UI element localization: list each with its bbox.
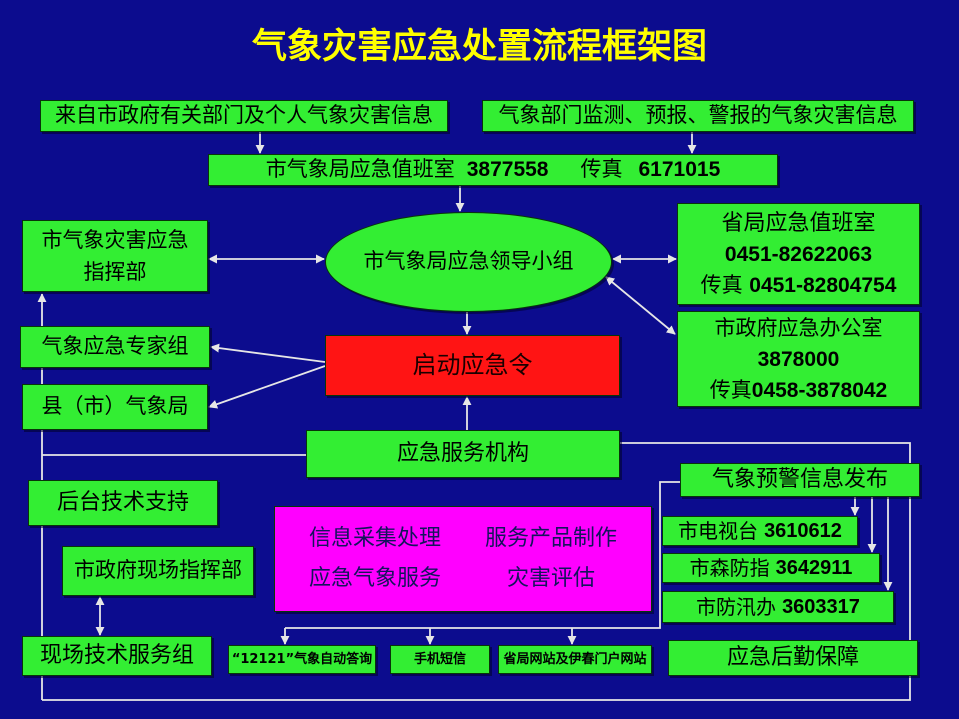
- logistics-label: 应急后勤保障: [726, 644, 859, 670]
- city-office-fax-label: 传真: [709, 377, 752, 402]
- node-channel-12121: “12121”气象自动答询: [228, 645, 376, 674]
- province-duty-name: 省局应急值班室: [721, 210, 876, 236]
- channel-label: “12121”气象自动答询: [231, 651, 373, 667]
- channel-label: 手机短信: [413, 651, 466, 667]
- city-office-fax-line: 传真0458-3878042: [710, 375, 887, 406]
- agency-name: 市森防指: [689, 556, 770, 580]
- service-org-label: 应急服务机构: [396, 440, 529, 466]
- node-gov-info-source: 来自市政府有关部门及个人气象灾害信息: [40, 100, 448, 132]
- node-province-duty: 省局应急值班室 0451-82622063 传真 0451-82804754: [677, 203, 920, 305]
- node-service-process: 信息采集处理 服务产品制作 应急气象服务 灾害评估: [274, 506, 652, 612]
- node-service-org: 应急服务机构: [306, 430, 620, 478]
- gov-info-source-label: 来自市政府有关部门及个人气象灾害信息: [55, 103, 433, 128]
- agency-name: 市电视台: [678, 519, 759, 543]
- county-bureau-label: 县（市）气象局: [41, 394, 189, 419]
- province-duty-fax-line: 传真 0451-82804754: [701, 270, 897, 301]
- channel-label: 省局网站及伊春门户网站: [503, 651, 647, 667]
- node-backend-support: 后台技术支持: [28, 480, 218, 526]
- node-field-hq: 市政府现场指挥部: [62, 546, 254, 596]
- leader-group-label: 市气象局应急领导小组: [363, 249, 574, 274]
- page-title: 气象灾害应急处置流程框架图: [251, 26, 707, 67]
- expert-group-label: 气象应急专家组: [41, 334, 189, 359]
- city-office-fax: 0458-3878042: [751, 378, 888, 402]
- process-item: 信息采集处理: [308, 525, 441, 551]
- command-hq-line-2: 指挥部: [83, 260, 147, 284]
- node-duty-room: 市气象局应急值班室 3877558 传真 6171015: [208, 154, 778, 186]
- province-duty-phone: 0451-82622063: [724, 242, 873, 266]
- bus-warning-to-channels: [285, 481, 680, 629]
- node-command-hq: 市气象灾害应急 指挥部: [22, 220, 208, 292]
- warning-release-label: 气象预警信息发布: [711, 466, 888, 492]
- arrow-leader-group-city-office: [605, 276, 676, 335]
- process-item: 服务产品制作: [485, 525, 618, 551]
- met-info-source-label: 气象部门监测、预报、警报的气象灾害信息: [498, 103, 898, 128]
- process-item: 应急气象服务: [308, 566, 441, 591]
- node-county-bureau: 县（市）气象局: [22, 384, 208, 430]
- node-expert-group: 气象应急专家组: [20, 326, 210, 368]
- province-duty-fax: 0451-82804754: [749, 273, 897, 297]
- agency-phone: 3610612: [764, 520, 842, 542]
- agency-phone: 3603317: [782, 596, 860, 618]
- arrow-start-order-to-expert-group: [210, 343, 326, 363]
- node-met-info-source: 气象部门监测、预报、警报的气象灾害信息: [482, 100, 914, 132]
- node-logistics: 应急后勤保障: [668, 640, 918, 676]
- duty-room-fax-label: 传真: [580, 157, 623, 182]
- field-hq-label: 市政府现场指挥部: [74, 558, 242, 583]
- duty-room-phone: 3877558: [466, 158, 549, 182]
- city-office-name: 市政府应急办公室: [714, 315, 883, 340]
- process-item: 灾害评估: [507, 566, 596, 591]
- duty-room-fax: 6171015: [638, 158, 721, 182]
- node-field-team: 现场技术服务组: [22, 636, 212, 676]
- agency-name: 市防汛办: [696, 595, 777, 619]
- backend-support-label: 后台技术支持: [56, 489, 189, 515]
- node-agency-forest-office: 市森防指 3642911: [662, 553, 880, 583]
- start-order-label: 启动应急令: [412, 351, 533, 380]
- agency-phone: 3642911: [775, 557, 853, 579]
- province-duty-fax-label: 传真: [700, 272, 743, 297]
- node-channel-sms: 手机短信: [390, 645, 490, 674]
- node-start-order: 启动应急令: [325, 335, 620, 396]
- node-agency-flood-office: 市防汛办 3603317: [662, 591, 894, 623]
- node-channel-websites: 省局网站及伊春门户网站: [498, 645, 652, 674]
- node-leader-group: 市气象局应急领导小组: [325, 212, 612, 312]
- command-hq-line-1: 市气象灾害应急: [41, 228, 189, 252]
- city-office-phone: 3878000: [757, 347, 840, 371]
- field-team-label: 现场技术服务组: [39, 642, 194, 668]
- node-city-emergency-office: 市政府应急办公室 3878000 传真0458-3878042: [677, 311, 920, 407]
- duty-room-name: 市气象局应急值班室: [265, 157, 455, 182]
- node-agency-tv-station: 市电视台 3610612: [662, 516, 858, 546]
- arrow-start-order-to-county-bureau: [208, 365, 326, 409]
- loop-line-service-org-right-bottom: [42, 442, 911, 701]
- node-warning-release: 气象预警信息发布: [680, 463, 920, 497]
